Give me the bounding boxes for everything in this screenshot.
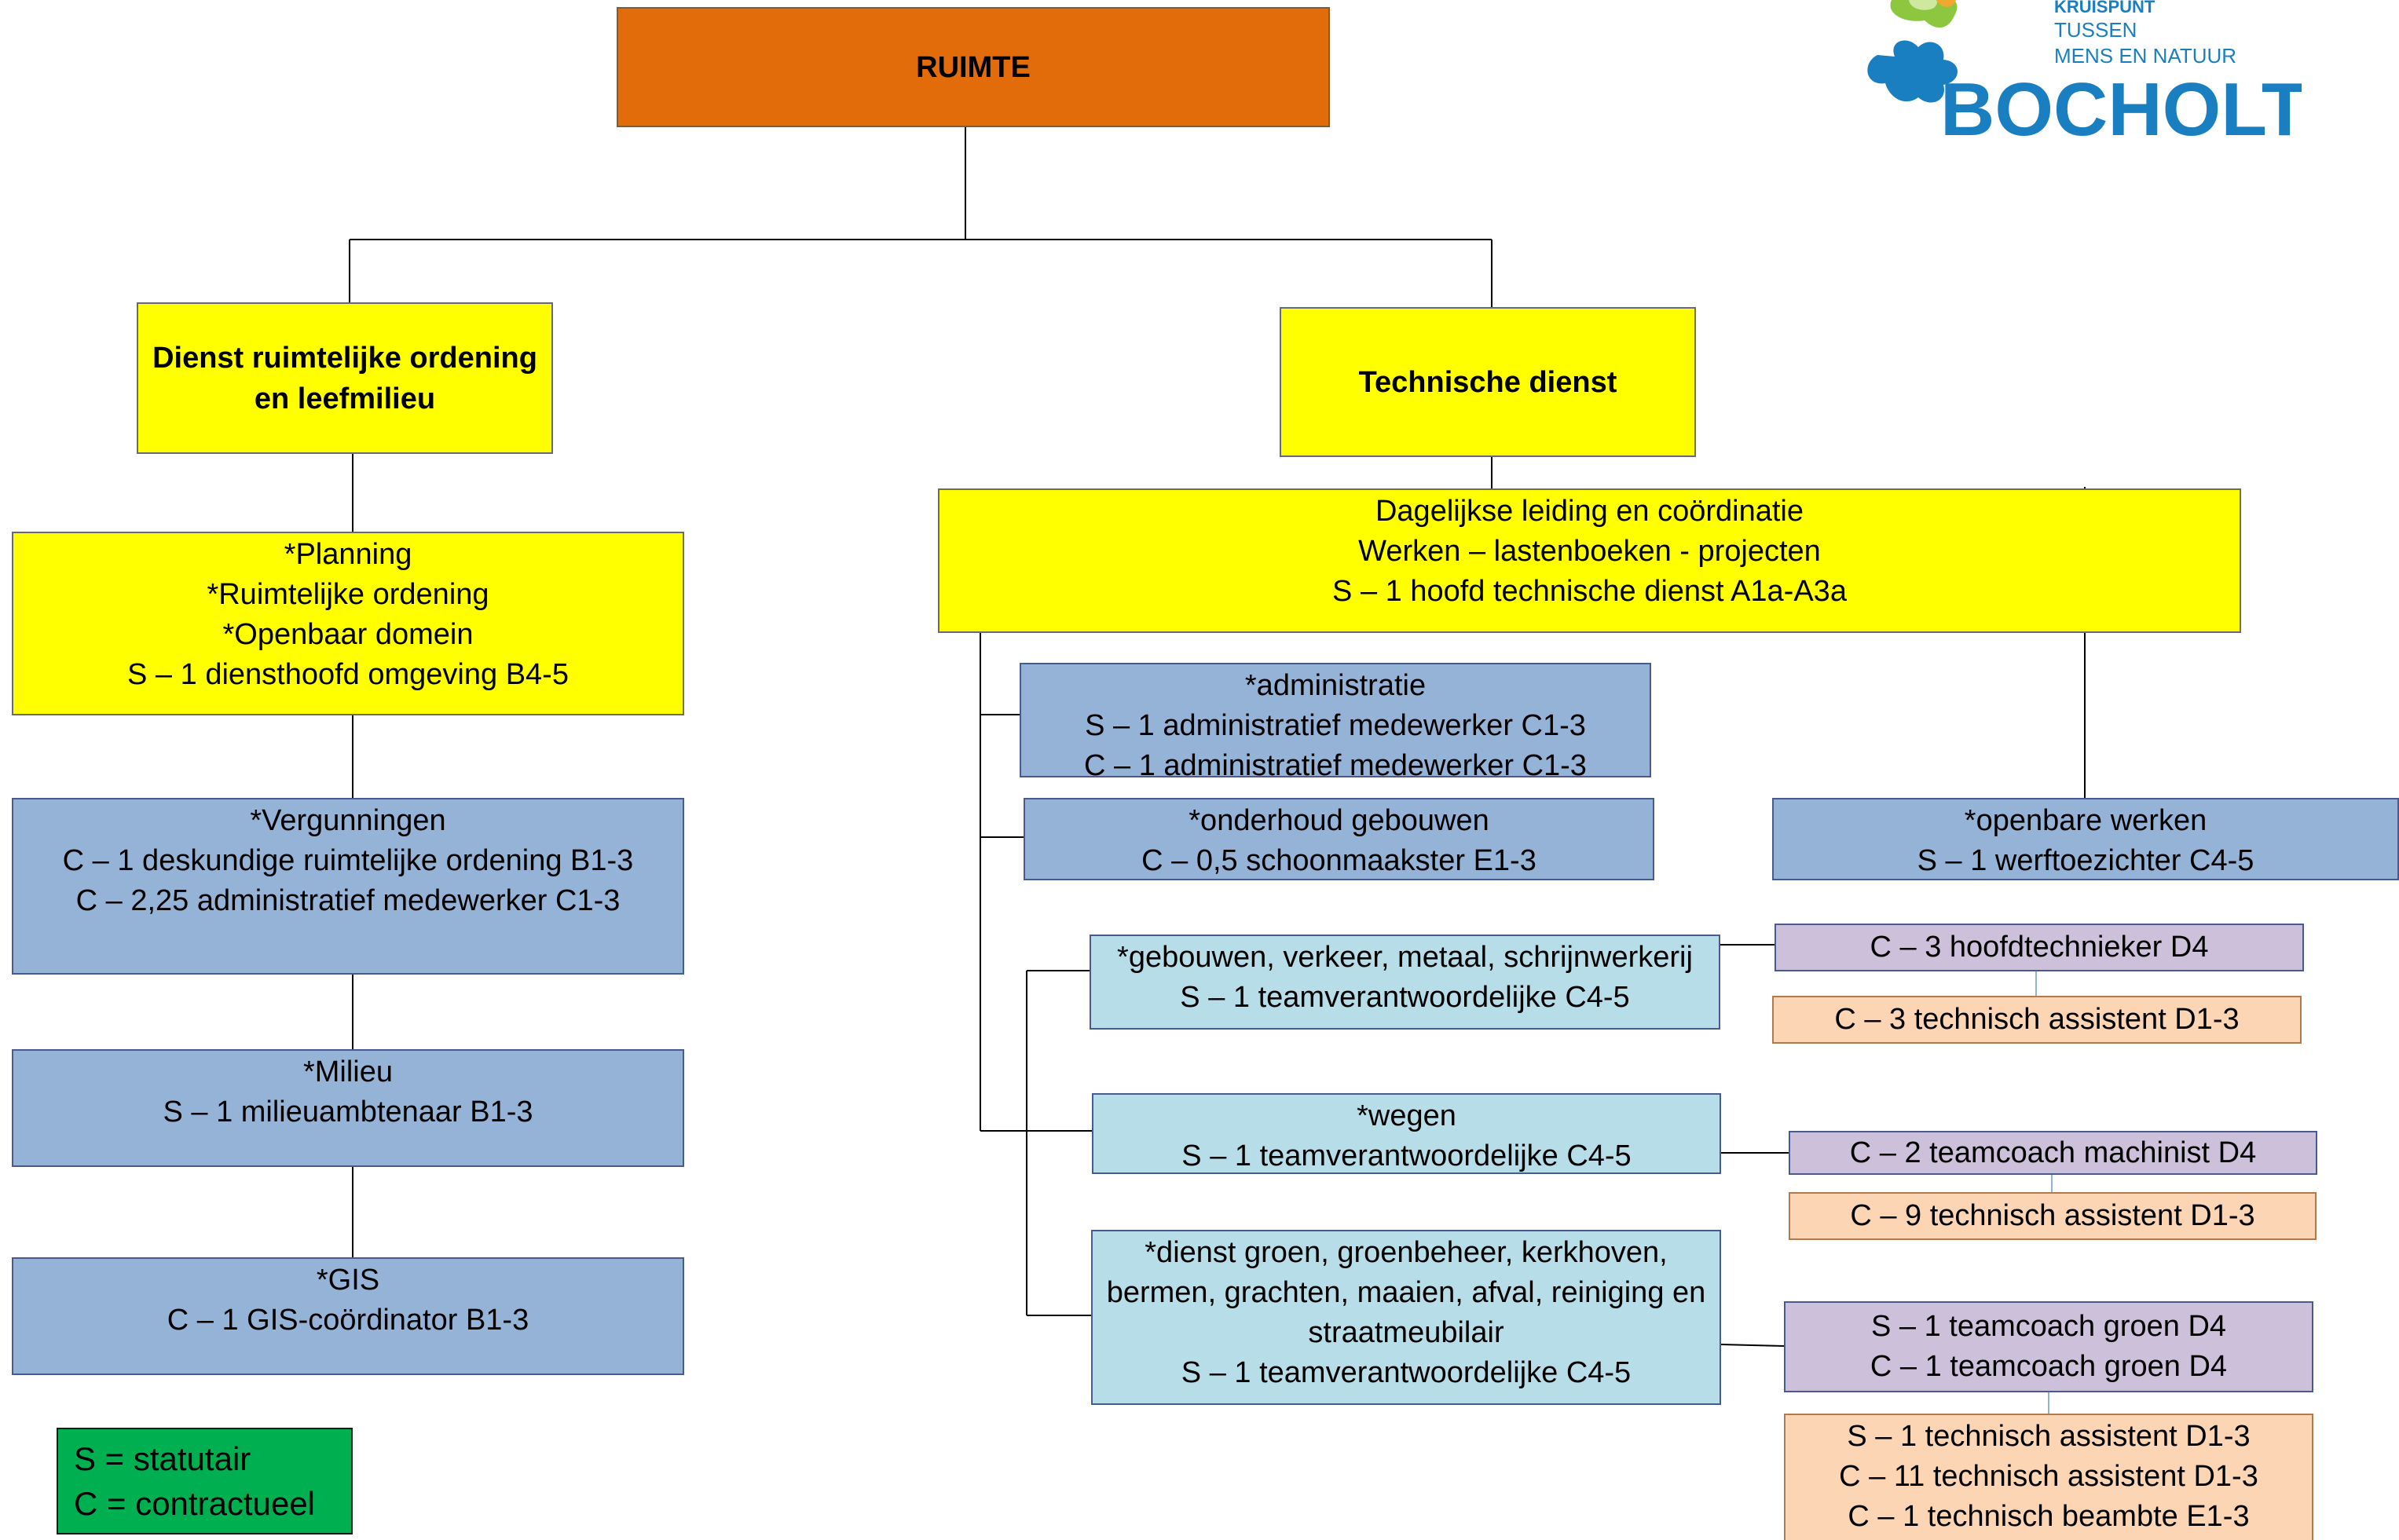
root-title: RUIMTE: [916, 50, 1031, 84]
team-line: S – 1 teamverantwoordelijke C4-5: [1181, 1139, 1632, 1172]
lead-line: C – 1 teamcoach groen D4: [1870, 1350, 2228, 1383]
team-gebouwen: *gebouwen, verkeer, metaal, schrijnwerke…: [1090, 935, 1720, 1030]
lead-groen: S – 1 teamcoach groen D4 C – 1 teamcoach…: [1784, 1301, 2313, 1392]
team-line: straatmeubilair: [1308, 1316, 1504, 1349]
legend-statutair: S = statutair: [74, 1440, 251, 1477]
root-node: RUIMTE: [617, 7, 1330, 127]
unit-line: S – 1 administratief medewerker C1-3: [1085, 709, 1586, 742]
unit-line: C – 2,25 administratief medewerker C1-3: [75, 884, 621, 917]
team-line: *gebouwen, verkeer, metaal, schrijnwerke…: [1117, 941, 1693, 974]
team-line: *wegen: [1357, 1099, 1456, 1132]
team-line: S – 1 teamverantwoordelijke C4-5: [1181, 1356, 1632, 1389]
team-wegen: *wegen S – 1 teamverantwoordelijke C4-5: [1092, 1093, 1721, 1174]
dept-technische-dienst: Technische dienst: [1280, 307, 1696, 457]
staff-line: C – 11 technisch assistent D1-3: [1839, 1460, 2258, 1493]
unit-line: S – 1 diensthoofd omgeving B4-5: [127, 658, 569, 691]
unit-line: *Vergunningen: [250, 804, 446, 837]
staff-line: C – 9 technisch assistent D1-3: [1850, 1199, 2255, 1232]
legend: S = statutair C = contractueel: [57, 1428, 353, 1535]
lead-line: C – 2 teamcoach machinist D4: [1849, 1136, 2257, 1169]
unit-gis: *GIS C – 1 GIS-coördinator B1-3: [12, 1257, 684, 1375]
unit-line: *GIS: [316, 1264, 380, 1297]
logo-name: BOCHOLT: [1940, 68, 2302, 149]
bocholt-logo: KRUISPUNT TUSSEN MENS EN NATUUR BOCHOLT: [1862, 0, 2307, 152]
logo-line2: TUSSEN: [2054, 18, 2137, 42]
team-line: bermen, grachten, maaien, afval, reinigi…: [1106, 1276, 1706, 1309]
bocholt-logo-graphic: KRUISPUNT TUSSEN MENS EN NATUUR BOCHOLT: [1867, 0, 2307, 152]
unit-vergunningen: *Vergunningen C – 1 deskundige ruimtelij…: [12, 798, 684, 975]
unit-planning: *Planning *Ruimtelijke ordening *Openbaa…: [12, 532, 684, 715]
unit-line: *Ruimtelijke ordening: [207, 578, 489, 611]
team-line: S – 1 teamverantwoordelijke C4-5: [1180, 981, 1630, 1014]
staff-groen: S – 1 technisch assistent D1-3 C – 11 te…: [1784, 1414, 2313, 1540]
team-line: *dienst groen, groenbeheer, kerkhoven,: [1145, 1236, 1668, 1269]
unit-line: S – 1 milieuambtenaar B1-3: [163, 1096, 533, 1128]
logo-line3: MENS EN NATUUR: [2054, 44, 2236, 68]
dept-ruimtelijke-ordening: Dienst ruimtelijke ordening en leefmilie…: [137, 302, 553, 454]
unit-line: *openbare werken: [1964, 804, 2207, 837]
unit-milieu: *Milieu S – 1 milieuambtenaar B1-3: [12, 1049, 684, 1167]
staff-line: C – 1 technisch beambte E1-3: [1848, 1500, 2250, 1533]
staff-line: S – 1 technisch assistent D1-3: [1847, 1420, 2251, 1453]
unit-line: Werken – lastenboeken - projecten: [1358, 535, 1821, 568]
unit-line: S – 1 werftoezichter C4-5: [1917, 844, 2254, 877]
unit-line: C – 0,5 schoonmaakster E1-3: [1141, 844, 1536, 877]
unit-line: *onderhoud gebouwen: [1189, 804, 1489, 837]
dept-label: Technische dienst: [1358, 365, 1617, 399]
legend-contractueel: C = contractueel: [74, 1485, 316, 1522]
unit-line: Dagelijkse leiding en coördinatie: [1375, 495, 1804, 528]
unit-dagelijkse-leiding: Dagelijkse leiding en coördinatie Werken…: [938, 488, 2241, 633]
unit-administratie: *administratie S – 1 administratief mede…: [1020, 663, 1651, 777]
team-groen: *dienst groen, groenbeheer, kerkhoven, b…: [1091, 1230, 1721, 1405]
dept-label-line: Dienst ruimtelijke ordening: [152, 341, 537, 375]
unit-line: *Milieu: [302, 1055, 394, 1088]
staff-gebouwen: C – 3 technisch assistent D1-3: [1772, 996, 2302, 1044]
unit-line: C – 1 administratief medewerker C1-3: [1084, 749, 1587, 777]
unit-openbare-werken: *openbare werken S – 1 werftoezichter C4…: [1772, 798, 2399, 880]
staff-wegen: C – 9 technisch assistent D1-3: [1789, 1192, 2317, 1240]
unit-line: *Openbaar domein: [222, 618, 474, 651]
lead-gebouwen: C – 3 hoofdtechnieker D4: [1775, 924, 2304, 971]
unit-line: *administratie: [1244, 669, 1427, 702]
unit-line: S – 1 hoofd technische dienst A1a-A3a: [1332, 575, 1847, 608]
unit-line: C – 1 GIS-coördinator B1-3: [167, 1304, 529, 1337]
unit-line: *Planning: [284, 538, 412, 571]
unit-line: C – 1 deskundige ruimtelijke ordening B1…: [62, 844, 634, 877]
unit-onderhoud-gebouwen: *onderhoud gebouwen C – 0,5 schoonmaakst…: [1024, 798, 1654, 880]
lead-line: S – 1 teamcoach groen D4: [1870, 1310, 2227, 1343]
staff-line: C – 3 technisch assistent D1-3: [1834, 1003, 2240, 1036]
lead-wegen: C – 2 teamcoach machinist D4: [1789, 1131, 2317, 1175]
logo-line1: KRUISPUNT: [2054, 0, 2155, 16]
lead-line: C – 3 hoofdtechnieker D4: [1870, 931, 2209, 964]
dept-label-line: en leefmilieu: [254, 382, 436, 415]
